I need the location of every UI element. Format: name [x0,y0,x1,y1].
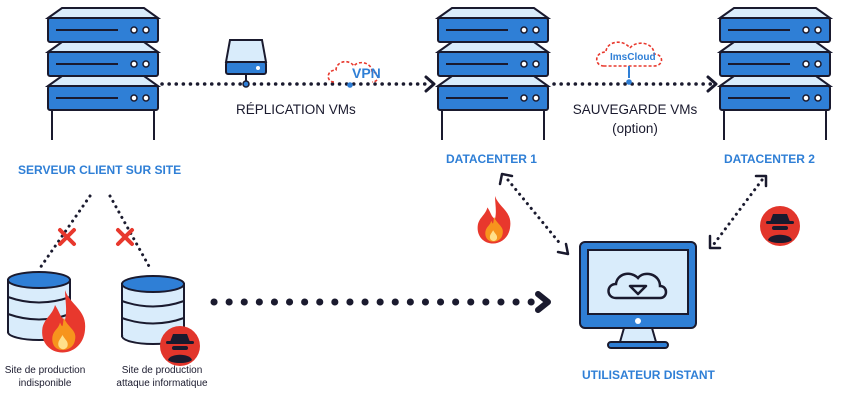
replication-label: RÉPLICATION VMs [236,102,356,117]
imscloud-cloud-icon [595,41,663,85]
client-to-sites-links [38,194,152,270]
dc2-user-link [708,174,768,250]
site1-label-line2: indisponible [18,378,72,389]
cross-icon [116,228,134,246]
datacenter1-server-icon [438,8,548,140]
datacenter2-label: DATACENTER 2 [724,152,815,166]
monitor-cloud-icon [579,241,697,349]
datacenter2-server-icon [720,8,830,140]
site2-label-line2: attaque informatique [116,378,208,389]
datacenter1-label: DATACENTER 1 [446,152,537,166]
hacker-icon-site2 [160,326,200,366]
remote-user-label: UTILISATEUR DISTANT [582,368,715,382]
site1-label: Site de production indisponible [0,364,90,390]
client-server-label: SERVEUR CLIENT SUR SITE [18,163,182,177]
vpn-cloud-icon [327,60,379,88]
sites-to-user-arrow [210,291,551,313]
fire-icon-datacenter1 [477,196,511,244]
hacker-icon-datacenter2 [760,206,800,246]
replication-arrow [160,75,436,93]
client-server-icon [48,8,158,140]
backup-option-label: (option) [612,121,658,136]
backup-arrow [552,75,718,93]
vpn-label: VPN [352,65,381,81]
site2-label-line1: Site de production [121,365,203,376]
imscloud-label: ImsCloud [610,52,656,63]
backup-label: SAUVEGARDE VMs [572,102,698,117]
drive-icon [224,39,268,88]
dc1-user-link [498,172,570,256]
site2-label: Site de production attaque informatique [106,364,218,390]
site1-label-line1: Site de production [4,365,86,376]
